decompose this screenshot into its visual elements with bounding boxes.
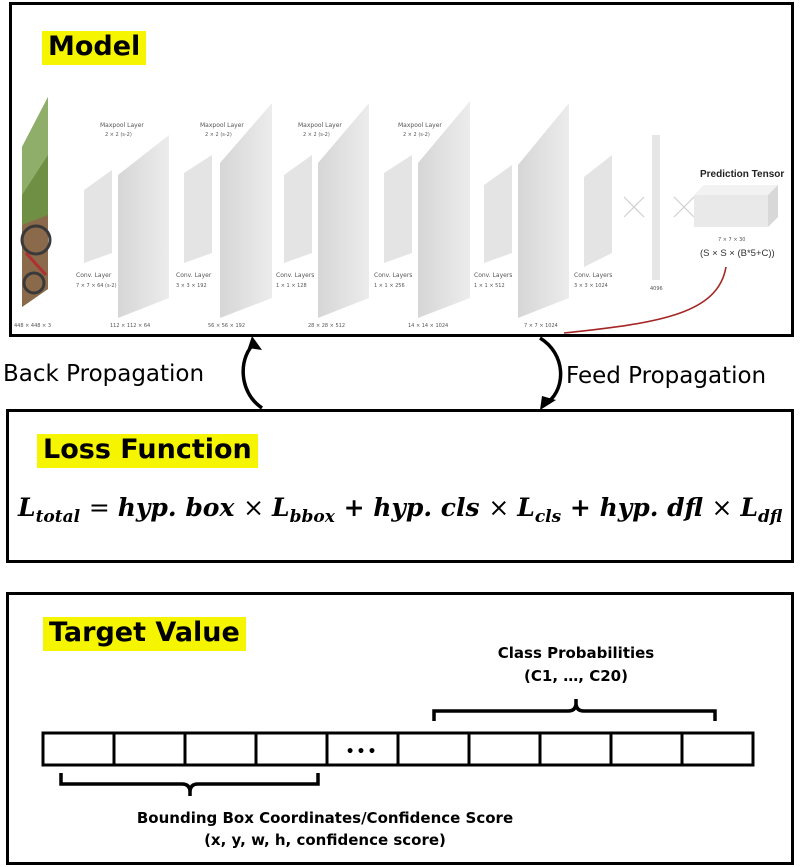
- bounding-box-label: Bounding Box Coordinates/Confidence Scor…: [136, 809, 514, 827]
- conv-label-2: Conv. Layer: [176, 272, 212, 279]
- conv-label-6: Conv. Layers: [574, 272, 612, 279]
- conv-spec-1: 7 × 7 × 64 (s-2): [76, 283, 117, 289]
- prediction-tensor-dims: 7 × 7 × 30: [718, 237, 745, 243]
- term3-coefficient: hyp. dfl: [599, 493, 703, 522]
- conv-spec-6: 3 × 3 × 1024: [574, 283, 608, 289]
- pool-spec-4: 2 × 2 (s-2): [403, 132, 430, 138]
- pool-spec-2: 2 × 2 (s-2): [205, 132, 232, 138]
- propagation-arrows: [241, 336, 563, 410]
- feed-propagation-arrowhead: [540, 396, 556, 410]
- term2-loss: L: [517, 493, 535, 522]
- fc-dims: 4096: [650, 286, 663, 292]
- conv-stage-4: [384, 101, 470, 318]
- feed-propagation-label: Feed Propagation: [566, 363, 767, 389]
- prediction-tensor: [694, 185, 778, 227]
- term2-subscript: cls: [534, 507, 562, 527]
- pool-spec-3: 2 × 2 (s-2): [303, 132, 330, 138]
- conv-label-1: Conv. Layer: [76, 272, 112, 279]
- model-title: Model: [42, 31, 147, 66]
- model-architecture-diagram: 448 × 448 × 3 Maxpool Layer 2 × 2 (s-2) …: [14, 97, 784, 334]
- conv-stage-6: [584, 155, 612, 267]
- conv-spec-5: 1 × 1 × 512: [474, 283, 505, 289]
- class-probabilities-label: Class Probabilities: [497, 644, 655, 662]
- vector-ellipsis: •••: [346, 744, 379, 760]
- vector-cell-8: [538, 731, 613, 767]
- term3-loss: L: [740, 493, 759, 522]
- conv-stage-2: [184, 103, 272, 318]
- input-dims: 448 × 448 × 3: [14, 323, 51, 329]
- conv-label-5: Conv. Layers: [474, 272, 512, 279]
- vector-cell-4: [254, 731, 329, 767]
- conv-spec-2: 3 × 3 × 192: [176, 283, 207, 289]
- loss-total-subscript: total: [35, 507, 81, 527]
- conv-spec-3: 1 × 1 × 128: [276, 283, 307, 289]
- vector-cell-2: [112, 731, 187, 767]
- term1-subscript: bbox: [289, 507, 335, 527]
- bounding-box-values: (x, y, w, h, confidence score): [204, 831, 446, 849]
- pool-label-1: Maxpool Layer: [100, 122, 144, 129]
- class-probabilities-range: (C1, …, C20): [524, 667, 628, 685]
- pool-label-3: Maxpool Layer: [298, 122, 342, 129]
- term1-coefficient: hyp. box: [117, 493, 235, 522]
- vector-cell-ellipsis: [325, 731, 400, 767]
- pool-spec-1: 2 × 2 (s-2): [105, 132, 132, 138]
- conv-label-4: Conv. Layers: [374, 272, 412, 279]
- conv-label-3: Conv. Layers: [276, 272, 314, 279]
- back-propagation-arrowhead: [248, 336, 262, 350]
- conv-spec-4: 1 × 1 × 256: [374, 283, 405, 289]
- target-title: Target Value: [43, 617, 246, 652]
- dims-3: 28 × 28 × 512: [308, 323, 345, 329]
- pool-label-2: Maxpool Layer: [200, 122, 244, 129]
- feed-propagation-arrow: [539, 336, 563, 404]
- dims-5: 7 × 7 × 1024: [524, 323, 558, 329]
- bounding-box-brace: [59, 773, 320, 796]
- dims-2: 56 × 56 × 192: [208, 323, 245, 329]
- term3-subscript: dfl: [758, 507, 783, 527]
- prediction-tensor-formula: (S × S × (B*5+C)): [700, 248, 775, 259]
- vector-cell-1: [41, 731, 116, 767]
- term2-coefficient: hyp. cls: [373, 493, 480, 522]
- term1-loss: L: [272, 493, 290, 522]
- fc-layer: [652, 135, 660, 280]
- target-vector-diagram: •••: [41, 699, 755, 796]
- conv-stage-3: [284, 103, 369, 318]
- dims-4: 14 × 14 × 1024: [408, 323, 448, 329]
- vector-cell-6: [396, 731, 471, 767]
- loss-total-symbol: L: [18, 493, 36, 522]
- loss-title: Loss Function: [37, 434, 258, 469]
- back-propagation-arrow: [241, 340, 264, 410]
- target-panel: Target Value: [6, 592, 794, 865]
- vector-cell-7: [467, 731, 542, 767]
- back-propagation-label: Back Propagation: [3, 361, 205, 387]
- conv-stage-5: [484, 103, 569, 318]
- prediction-tensor-label: Prediction Tensor: [700, 169, 784, 180]
- vector-cell-10: [680, 731, 755, 767]
- model-panel: Model 448 × 448 × 3 Maxpool Layer 2 × 2 …: [9, 2, 794, 337]
- vector-cell-3: [183, 731, 258, 767]
- conv-stage-1: [84, 135, 169, 318]
- target-vector: [41, 731, 755, 767]
- vector-cell-9: [609, 731, 684, 767]
- loss-panel: Loss Function: [6, 409, 794, 563]
- dims-1: 112 × 112 × 64: [110, 323, 150, 329]
- loss-formula: Ltotal = hyp. box × Lbbox + hyp. cls × L…: [18, 493, 783, 527]
- output-connector: [563, 266, 727, 334]
- class-probabilities-brace: [432, 699, 717, 721]
- pool-label-4: Maxpool Layer: [398, 122, 442, 129]
- input-image: [20, 97, 52, 307]
- fc-connection-1: [623, 196, 695, 218]
